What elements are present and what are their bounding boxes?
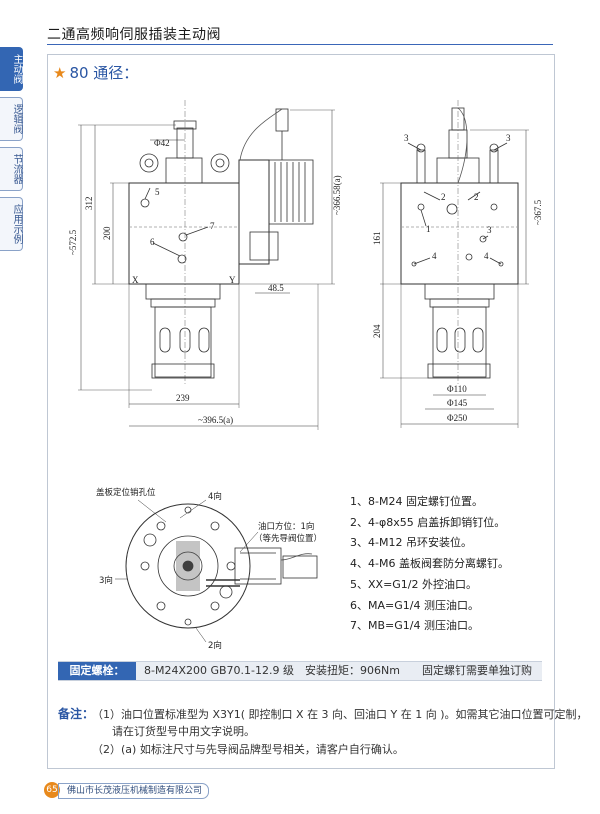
label-dir2: 2向 xyxy=(208,640,222,651)
note-item: 7、MB=G1/4 测压油口。 xyxy=(350,619,479,633)
spec-order: 固定螺钉需要单独订购 xyxy=(422,664,532,677)
dim-phi145: Φ145 xyxy=(447,398,468,408)
callout-3c: 3 xyxy=(487,225,492,235)
callout-6: 6 xyxy=(150,237,155,247)
dim-366: ~366.58(a) xyxy=(332,175,342,215)
label-cover-pin: 盖板定位销孔位 xyxy=(96,487,156,498)
spec-bolt: 8-M24X200 GB70.1-12.9 级 xyxy=(144,664,295,677)
callout-4a: 4 xyxy=(432,251,437,261)
side-tab-examples[interactable]: 应用示例 xyxy=(0,197,23,251)
dim-239: 239 xyxy=(176,393,190,403)
side-tab-throttle[interactable]: 节流器 xyxy=(0,147,23,191)
remark-line-1b: 请在订货型号中用文字说明。 xyxy=(112,725,255,738)
plan-view xyxy=(115,499,318,643)
spec-bar: 固定螺栓： 8-M24X200 GB70.1-12.9 级 安装扭矩：906Nm… xyxy=(58,661,542,681)
remark-line-1: （1）油口位置标准型为 X3Y1( 即控制口 X 在 3 向、回油口 Y 在 1… xyxy=(92,708,588,721)
dim-phi110: Φ110 xyxy=(447,384,467,394)
side-tabs: 主动阀 逻辑阀 节流器 应用示例 xyxy=(0,47,24,257)
page-title: 二通高频响伺服插装主动阀 xyxy=(47,27,221,43)
pilot-valve xyxy=(176,127,194,159)
callout-2b: 2 xyxy=(474,192,479,202)
valve-sleeve xyxy=(154,306,212,378)
dim-161: 161 xyxy=(372,232,382,246)
right-elevation-view xyxy=(380,100,529,428)
note-item: 3、4-M12 吊环安装位。 xyxy=(350,536,472,550)
remark-line-2: （2）(a) 如标注尺寸与先导阀品牌型号相关，请客户自行确认。 xyxy=(92,743,404,756)
company-name: 佛山市长茂液压机械制造有限公司 xyxy=(58,783,210,799)
spec-torque: 安装扭矩：906Nm xyxy=(305,664,400,677)
callout-7: 7 xyxy=(210,221,215,231)
dim-phi42: Φ42 xyxy=(154,138,170,148)
callout-5: 5 xyxy=(155,187,160,197)
label-dir3: 3向 xyxy=(99,575,113,586)
dim-312: 312 xyxy=(84,197,94,211)
heat-sink xyxy=(268,159,314,225)
callout-3a: 3 xyxy=(404,133,409,143)
callout-4b: 4 xyxy=(484,251,489,261)
dim-572: ~572.5 xyxy=(68,229,78,255)
amplifier-box xyxy=(238,159,270,265)
cover-block-side xyxy=(400,182,519,285)
callout-3b: 3 xyxy=(506,133,511,143)
dim-48-5: 48.5 xyxy=(268,283,284,293)
page-number: 65 xyxy=(44,782,60,798)
star-icon: ★ xyxy=(53,64,67,82)
note-item: 4、4-M6 盖板阀套防分离螺钉。 xyxy=(350,557,509,571)
pilot-base xyxy=(165,157,203,184)
note-item: 1、8-M24 固定螺钉位置。 xyxy=(350,495,483,508)
note-item: 2、4-φ8x55 启盖拆卸销钉位。 xyxy=(350,515,506,529)
spec-label: 固定螺栓： xyxy=(58,662,136,680)
diagram-frame xyxy=(47,54,555,769)
dim-200: 200 xyxy=(102,226,112,240)
callout-1: 1 xyxy=(426,224,431,234)
side-tab-logic-valve[interactable]: 逻辑阀 xyxy=(0,97,23,141)
callout-2a: 2 xyxy=(441,192,446,202)
remarks-heading: 备注： xyxy=(58,707,95,721)
label-dir1b: （等先导阀位置） xyxy=(254,533,322,544)
port-x-label: X xyxy=(132,275,139,285)
label-dir1: 油口方位：1向 xyxy=(258,521,314,532)
dim-396: ~396.5(a) xyxy=(198,415,233,425)
label-dir4: 4向 xyxy=(208,491,222,502)
port-y-label: Y xyxy=(229,275,236,285)
flange-outline xyxy=(125,503,251,629)
dim-204: 204 xyxy=(372,324,382,338)
note-item: 5、XX=G1/2 外控油口。 xyxy=(350,577,478,591)
notes-list: 1、8-M24 固定螺钉位置。 2、4-φ8x55 启盖拆卸销钉位。 3、4-M… xyxy=(350,492,509,637)
left-elevation-view xyxy=(78,100,335,430)
note-item: 6、MA=G1/4 测压油口。 xyxy=(350,598,479,612)
side-tab-main-valve[interactable]: 主动阀 xyxy=(0,47,23,91)
dim-367: ~367.5 xyxy=(533,199,543,225)
title-rule xyxy=(47,44,553,45)
bore-heading: ★80 通径： xyxy=(53,64,139,82)
dim-phi250: Φ250 xyxy=(447,413,468,423)
